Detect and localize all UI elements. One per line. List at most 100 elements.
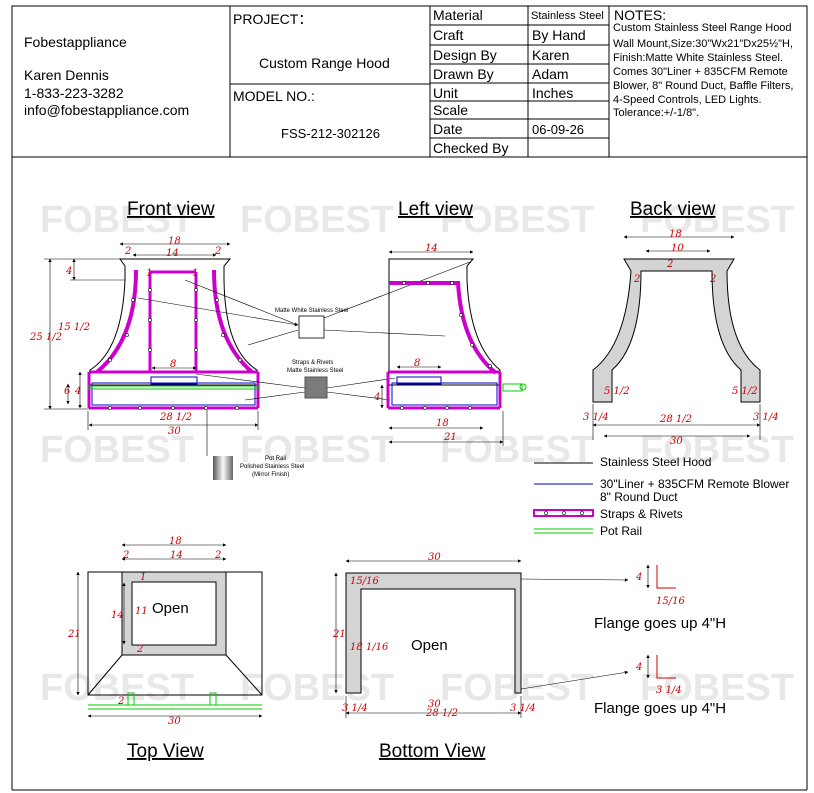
pot-rail-swatch [213,456,233,480]
dim-label: 15/16 [350,576,379,587]
dim-label: 1 [146,268,152,279]
dim-label: 2 [136,644,143,655]
straps-swatch [304,376,328,399]
dim-label: 14 [170,550,183,561]
notes-line: Blower, 8" Round Duct, Baffle Filters, [613,80,794,92]
legend: Stainless Steel Hood 30"Liner + 835CFM R… [533,455,789,538]
dim-label: 28 1/2 [159,412,192,423]
company-name: Fobestappliance [24,34,127,50]
dim-label: 2 [214,550,221,561]
top-view-title: Top View [127,741,204,762]
spec-label: Material [433,7,483,23]
callout-straps: Straps & Rivets [292,360,333,366]
flange-details: 4 15/16 Flange goes up 4"H 4 3 1/4 Flang… [594,564,726,717]
flange-label: Flange goes up 4"H [594,700,726,717]
dim-label: 18 [168,236,181,247]
legend-pot-rail: Pot Rail [600,524,642,538]
left-view-title: Left view [398,199,473,220]
dim-label: 2 [709,274,716,285]
dim-label: 25 1/2 [29,332,62,343]
watermark: FOBEST [40,667,194,709]
project-value: Custom Range Hood [259,55,390,71]
dim-label: 3 1/4 [753,412,779,423]
dim-label: 28 1/2 [659,414,692,425]
dim-label: 14 [166,248,179,259]
dim-label: 8 [170,359,176,370]
dim-label: 5 1/2 [604,386,630,397]
watermark: FOBEST [240,667,394,709]
back-view-title: Back view [630,199,716,220]
spec-label: Craft [433,27,464,43]
dim-label: 30 [168,426,181,437]
dim-label: 15 1/2 [58,322,90,333]
watermark: FOBEST [440,199,594,241]
legend-liner: 30"Liner + 835CFM Remote Blower [600,477,789,491]
spec-value: Adam [532,66,569,82]
dim-label: 18 [169,536,182,547]
dim-label: 8 [414,358,420,369]
notes-line: Finish:Matte White Stainless Steel. [613,52,783,64]
notes-line: Wall Mount,Size:30"Wx21"Dx25½"H, [613,38,794,50]
legend-straps: Straps & Rivets [600,507,683,521]
dim-label: 18 1/16 [350,642,389,653]
dim-label: 21 [332,629,346,640]
dim-label: 10 [671,243,684,254]
dim-label: 30 [168,716,181,727]
dim-label: 21 [67,629,81,640]
legend-hood: Stainless Steel Hood [600,455,711,469]
dim-label: 18 [436,418,449,429]
callout-matte: Matte White Stainless Steel [275,308,348,314]
callout-pot: Pot Rail [265,456,286,462]
callout-pot-finish: (Mirror Finish) [252,472,289,478]
front-view-title: Front view [127,199,215,220]
top-view-drawing: Open 18 2 14 2 1 14 11 2 21 2 30 [67,536,263,727]
spec-label: Checked By [433,140,509,156]
dim-label: 4 [635,572,642,583]
watermark: FOBEST [40,429,194,471]
top-open-label: Open [152,600,189,617]
spec-label: Unit [433,85,458,101]
dim-label: 3 1/4 [342,703,368,714]
dim-label: 5 1/2 [732,386,758,397]
dim-label: 3 1/4 [656,685,682,696]
watermark-layer: FOBEST FOBEST FOBEST FOBEST FOBEST FOBES… [40,199,794,709]
watermark: FOBEST [640,199,794,241]
legend-duct: 8" Round Duct [600,490,678,504]
dim-label: 2 [124,246,131,257]
back-view-drawing: 18 10 2 2 2 5 1/2 5 1/2 3 1/4 3 1/4 28 1… [583,229,779,447]
dim-label: 18 [669,229,682,240]
spec-value: 06-09-26 [532,122,585,137]
spec-value: Karen [532,47,570,63]
notes-line: Custom Stainless Steel Range Hood [613,22,792,34]
dim-label: 30 [428,699,441,710]
dim-label: 4 [65,266,72,277]
dim-label: 2 [122,550,129,561]
dim-label: 2 [666,259,673,270]
model-value: FSS-212-302126 [281,126,381,141]
spec-label: Design By [433,47,497,63]
spec-value: By Hand [532,27,586,43]
left-view-drawing: 14 8 4 18 21 [373,243,527,446]
spec-value: Stainless Steel [531,10,604,22]
spec-label: Date [433,121,463,137]
dim-label: 14 [425,243,438,254]
dim-label: 30 [670,436,683,447]
bottom-view-drawing: Open 30 15/16 18 1/16 21 3 1/4 28 1/2 3 … [332,552,629,719]
watermark: FOBEST [240,199,394,241]
email: info@fobestappliance.com [24,102,190,118]
dim-label: 4 [74,386,81,397]
callout-straps-material: Matte Stainless Steel [287,368,343,374]
project-label: PROJECT： [233,11,313,27]
callout-leaders [137,261,471,401]
dim-label: 14 [111,610,124,621]
dim-label: 2 [117,696,124,707]
dim-label: 6 [64,386,71,397]
callout-pot-material: Polished Stainless Steel [240,464,304,470]
dim-label: 21 [443,432,457,443]
dim-label: 1 [140,572,146,583]
dim-label: 4 [635,662,642,673]
dim-label: 11 [135,606,148,617]
contact-name: Karen Dennis [24,67,109,83]
